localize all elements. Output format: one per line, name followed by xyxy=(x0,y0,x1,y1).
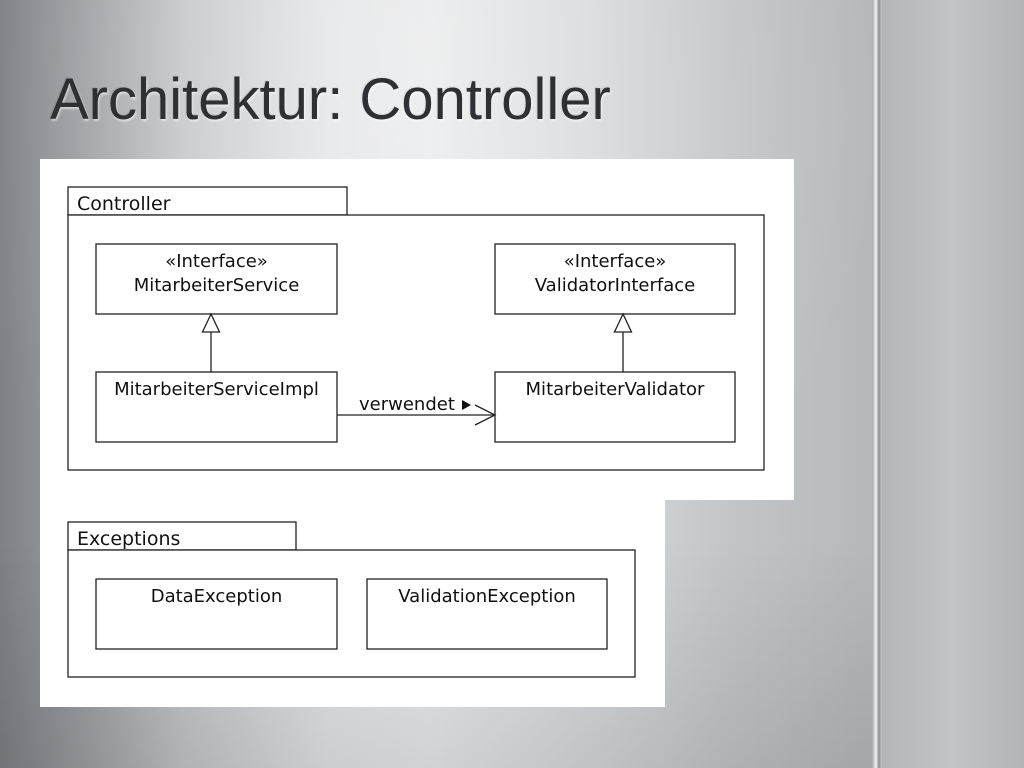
class-box xyxy=(95,371,338,443)
realization-arrow-service xyxy=(201,312,221,372)
hollow-triangle-icon xyxy=(613,312,633,333)
class-name: ValidatorInterface xyxy=(535,275,695,296)
package-name: Controller xyxy=(77,193,171,215)
realization-arrow-validator xyxy=(613,312,633,372)
class-name: DataException xyxy=(151,586,283,607)
package-name: Exceptions xyxy=(77,528,180,550)
class-name: ValidationException xyxy=(398,586,575,607)
class-mitarbeiter-service: «Interface» MitarbeiterService xyxy=(95,243,338,315)
class-box xyxy=(494,371,736,443)
direction-triangle-icon xyxy=(462,400,471,410)
decorative-side-panel xyxy=(882,0,1024,768)
class-name: MitarbeiterService xyxy=(134,275,300,296)
class-box xyxy=(494,243,736,315)
class-box xyxy=(366,578,608,650)
open-arrowhead-icon xyxy=(474,404,497,426)
hollow-triangle-icon xyxy=(201,312,221,333)
slide-title: Architektur: Controller xyxy=(50,67,611,132)
class-stereotype: «Interface» xyxy=(165,251,268,272)
class-box xyxy=(95,578,338,650)
class-mitarbeiter-validator: MitarbeiterValidator xyxy=(494,371,736,443)
class-name: MitarbeiterValidator xyxy=(526,379,706,400)
package-tab xyxy=(67,521,297,551)
class-validator-interface: «Interface» ValidatorInterface xyxy=(494,243,736,315)
class-mitarbeiter-service-impl: MitarbeiterServiceImpl xyxy=(95,371,338,443)
dependency-arrow-uses: verwendet xyxy=(337,394,497,426)
class-name: MitarbeiterServiceImpl xyxy=(114,379,319,400)
dependency-label: verwendet xyxy=(359,394,455,415)
class-stereotype: «Interface» xyxy=(564,251,667,272)
class-data-exception: DataException xyxy=(95,578,338,650)
class-validation-exception: ValidationException xyxy=(366,578,608,650)
class-box xyxy=(95,243,338,315)
decorative-rail xyxy=(872,0,882,768)
package-tab xyxy=(67,186,348,216)
